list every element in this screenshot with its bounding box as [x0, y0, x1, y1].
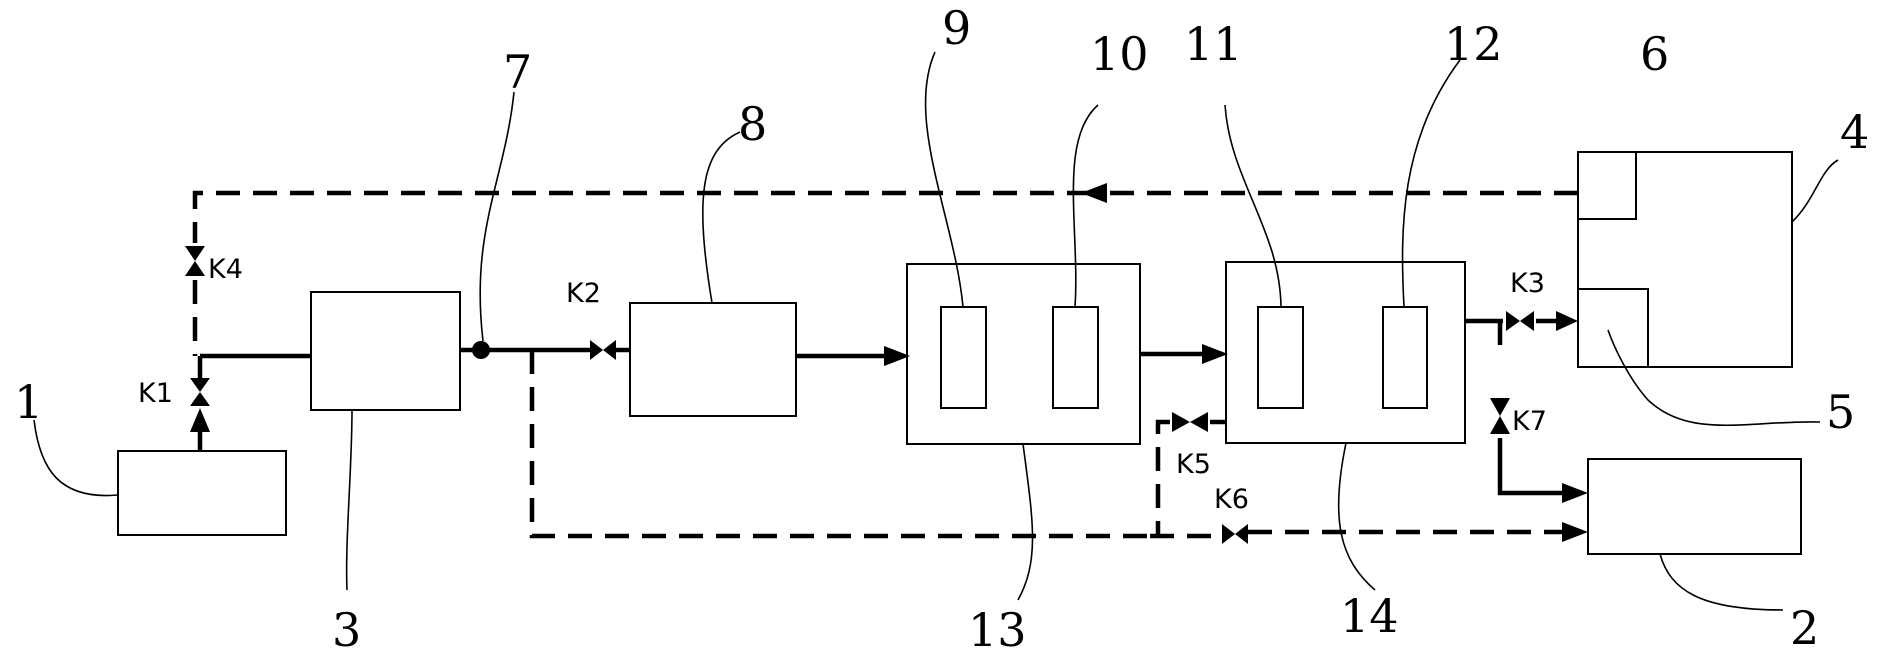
unit-11-box: [1257, 306, 1304, 409]
unit-10-box: [1052, 306, 1099, 409]
label-8: 8: [738, 97, 767, 151]
pipe-k7-to-2: [1497, 438, 1566, 496]
bypass-line-bottom: [529, 350, 1150, 539]
valve-k1-icon: [190, 378, 210, 406]
label-1: 1: [14, 375, 43, 429]
label-12: 12: [1444, 17, 1503, 71]
label-4: 4: [1840, 105, 1869, 159]
arrow-into-14: [1202, 344, 1228, 364]
label-5: 5: [1826, 385, 1855, 439]
arrow-into-5: [1556, 311, 1578, 331]
valve-k2-icon: [590, 340, 616, 360]
leader-10: [1072, 104, 1099, 308]
valve-label-k2: K2: [566, 278, 601, 309]
valve-k6-icon: [1222, 524, 1248, 544]
unit-3-box: [310, 291, 461, 411]
unit-12-box: [1382, 306, 1428, 409]
unit-5-box: [1577, 288, 1649, 368]
valve-label-k5: K5: [1176, 449, 1211, 480]
label-13: 13: [968, 603, 1027, 657]
arrow-return-left: [1081, 183, 1107, 203]
label-14: 14: [1340, 589, 1399, 643]
leader-13: [1017, 443, 1034, 601]
bypass-line-k5-branch: [1155, 419, 1170, 536]
unit-8-box: [629, 302, 797, 417]
label-9: 9: [942, 1, 971, 55]
arrow-into-2-dashed: [1562, 522, 1588, 542]
leader-11: [1224, 104, 1282, 308]
label-10: 10: [1090, 27, 1149, 81]
junction-7-dot: [472, 341, 490, 359]
leader-14: [1337, 442, 1376, 591]
label-6: 6: [1640, 27, 1669, 81]
leader-12: [1401, 59, 1461, 308]
label-11: 11: [1184, 17, 1243, 71]
valve-label-k1: K1: [138, 378, 173, 409]
leader-2: [1659, 553, 1784, 611]
valve-k5-icon: [1172, 412, 1208, 432]
unit-2-box: [1587, 458, 1802, 555]
leader-4: [1791, 159, 1839, 223]
label-2: 2: [1790, 601, 1819, 655]
leader-5: [1607, 329, 1821, 427]
arrow-up-from-1: [190, 408, 210, 432]
valve-label-k4: K4: [208, 254, 243, 285]
unit-9-box: [940, 306, 987, 409]
leader-8: [702, 131, 741, 304]
unit-6-box: [1577, 151, 1637, 220]
valve-label-k7: K7: [1512, 406, 1547, 437]
return-line-top: [192, 190, 1091, 243]
label-3: 3: [332, 603, 361, 657]
leader-1: [33, 419, 119, 497]
leader-7: [479, 91, 515, 342]
arrow-into-2-solid: [1562, 483, 1588, 503]
valve-label-k6: K6: [1214, 484, 1249, 515]
valve-k4-icon: [185, 246, 205, 276]
arrow-into-13: [884, 346, 910, 366]
label-7: 7: [503, 45, 532, 99]
unit-1-box: [117, 450, 287, 536]
leader-3: [345, 409, 353, 591]
valve-label-k3: K3: [1510, 268, 1545, 299]
leader-9: [924, 51, 964, 308]
valve-k3-icon: [1506, 311, 1534, 331]
valve-k7-icon: [1490, 398, 1510, 434]
